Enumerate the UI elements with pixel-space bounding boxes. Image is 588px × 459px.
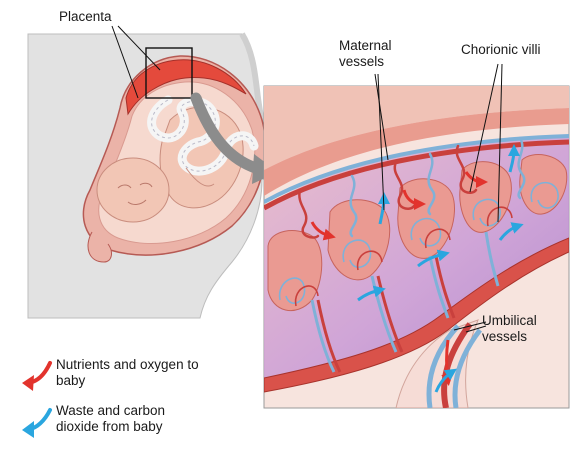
baby-head (96, 157, 170, 223)
legend-red-arrow (22, 361, 52, 391)
placenta-pointer (111, 25, 161, 99)
zoom-box (145, 47, 193, 99)
label-chorionic-villi: Chorionic villi (461, 42, 541, 57)
blue-arrow-icon (20, 403, 56, 437)
zoom-arrow (190, 92, 268, 176)
placenta-shape (125, 59, 247, 116)
inset-pointers (374, 63, 503, 333)
chorionic-plate (264, 237, 569, 393)
label-maternal-vessels: Maternal vessels (339, 38, 392, 69)
label-placenta: Placenta (59, 9, 112, 24)
label-umbilical-vessels: Umbilical vessels (482, 313, 537, 344)
legend-blue-arrow (22, 408, 52, 438)
legend-item-waste: Waste and carbon dioxide from baby (20, 403, 206, 437)
legend-item-nutrients: Nutrients and oxygen to baby (20, 357, 206, 391)
red-arrow-icon (20, 357, 56, 391)
body-cross-section (27, 32, 268, 319)
inset-view (263, 85, 570, 409)
legend-waste-text: Waste and carbon dioxide from baby (56, 403, 166, 434)
legend-nutrients-text: Nutrients and oxygen to baby (56, 357, 199, 388)
